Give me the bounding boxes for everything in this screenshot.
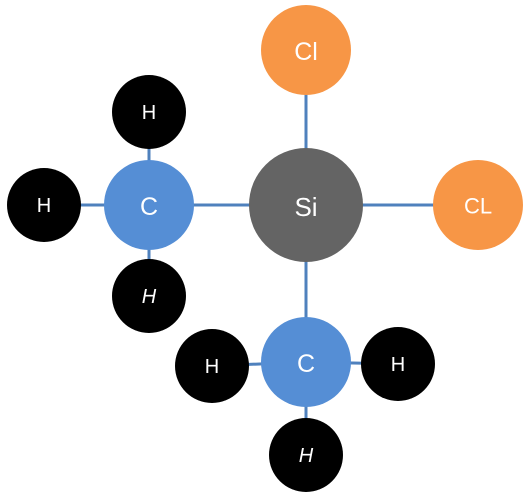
atom-h-bottom-bottom-label: H	[299, 445, 314, 467]
atom-h-left-top-label: H	[142, 102, 156, 124]
atom-h-left-bottom: H	[112, 259, 186, 333]
atom-h-bottom-left-label: H	[205, 356, 219, 378]
atom-h-bottom-bottom: H	[269, 418, 343, 492]
atom-c-left-label: C	[140, 193, 158, 221]
atom-h-bottom-right: H	[361, 327, 435, 401]
atom-h-left-bottom-label: H	[142, 286, 157, 308]
atom-h-far-left-label: H	[37, 195, 51, 217]
atom-h-bottom-right-label: H	[391, 354, 405, 376]
atom-si: Si	[249, 148, 363, 262]
atom-h-bottom-left: H	[175, 329, 249, 403]
atom-h-left-top: H	[112, 75, 186, 149]
atom-c-left: C	[104, 160, 194, 250]
atom-h-far-left: H	[7, 168, 81, 242]
atom-cl-top-label: Cl	[294, 38, 318, 66]
atom-c-bottom: C	[261, 317, 351, 407]
atom-cl-right-label: CL	[464, 194, 492, 219]
atom-cl-top: Cl	[261, 5, 351, 95]
atom-cl-right: CL	[433, 160, 523, 250]
atom-si-label: Si	[294, 192, 317, 222]
atom-c-bottom-label: C	[297, 350, 315, 378]
